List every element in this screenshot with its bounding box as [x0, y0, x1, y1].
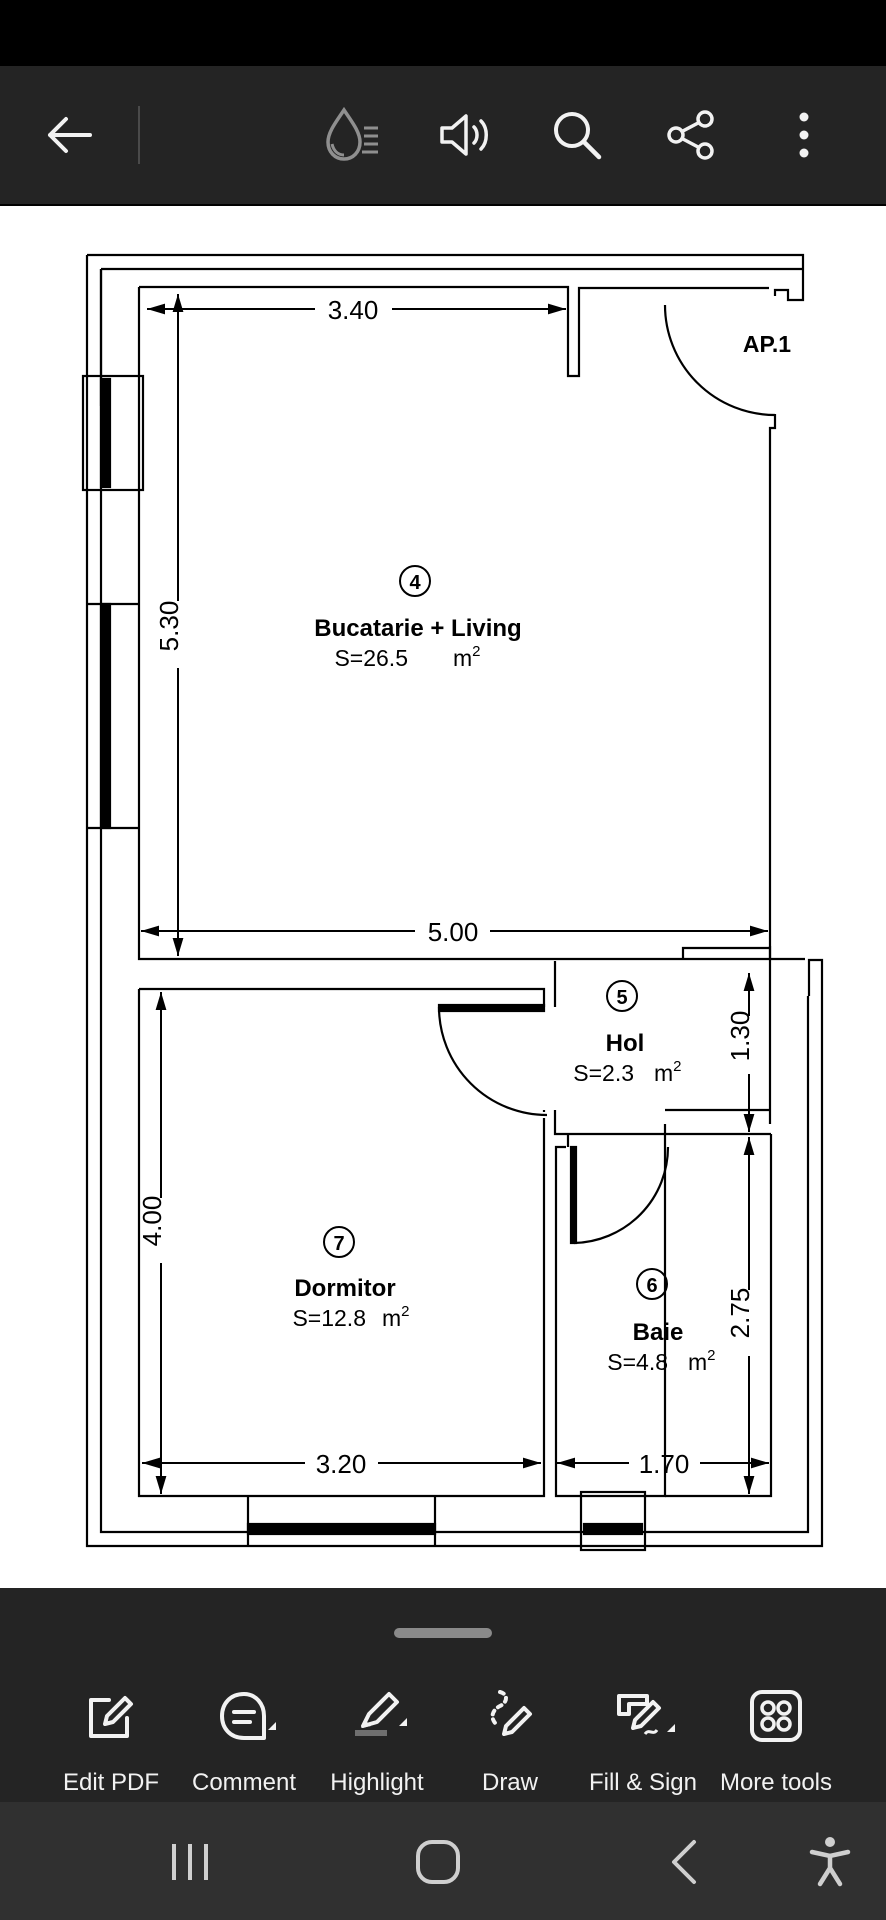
room-bucatarie-living: 4 Bucatarie + Living S=26.5 m2: [314, 565, 522, 671]
area-unit-sup: 2: [707, 1347, 715, 1364]
room-hol: 5 Hol S=2.3 m2: [573, 980, 682, 1086]
tool-label: More tools: [719, 1769, 833, 1796]
liquid-mode-button[interactable]: [318, 96, 388, 174]
share-icon: [667, 110, 714, 160]
tool-label: Comment: [191, 1769, 297, 1796]
tool-fill-sign[interactable]: Fill & Sign: [573, 1684, 713, 1796]
dimension-label: 2.75: [725, 1288, 755, 1339]
toolbar-divider: [138, 106, 140, 164]
home-button[interactable]: [408, 1832, 468, 1892]
search-icon: [554, 112, 602, 160]
tool-highlight[interactable]: Highlight: [307, 1684, 447, 1796]
back-icon: [672, 1840, 696, 1884]
area-unit: m: [453, 645, 472, 671]
room-area: S=4.8: [607, 1349, 668, 1375]
more-vertical-icon: [799, 112, 809, 158]
svg-text:S=2.3: S=2.3: [573, 1060, 634, 1086]
tool-label: Draw: [481, 1769, 538, 1796]
speaker-icon: [440, 114, 488, 156]
fill-sign-icon: [617, 1694, 675, 1735]
dimension-label: 5.00: [428, 917, 479, 947]
doors: [437, 304, 776, 1245]
dimension-label: 3.20: [316, 1449, 367, 1479]
dimension-label: 1.30: [725, 1011, 755, 1062]
room-dormitor: 7 Dormitor S=12.8 m2: [292, 1226, 410, 1331]
windows: [81, 374, 647, 1552]
svg-text:m2: m2: [453, 643, 481, 671]
svg-text:S=26.5: S=26.5: [334, 645, 408, 671]
nav-back-button[interactable]: [656, 1832, 716, 1892]
apartment-label: AP.1: [743, 331, 791, 357]
room-area: S=12.8: [292, 1305, 366, 1331]
liquid-mode-icon: [326, 106, 378, 161]
tool-edit-pdf[interactable]: Edit PDF: [41, 1684, 181, 1796]
tool-comment[interactable]: Comment: [174, 1684, 314, 1796]
svg-text:m2: m2: [654, 1058, 682, 1086]
more-options-button[interactable]: [776, 96, 832, 174]
area-unit-sup: 2: [472, 643, 480, 660]
area-unit: m: [654, 1060, 673, 1086]
tool-label: Fill & Sign: [588, 1769, 698, 1796]
room-area: S=2.3: [573, 1060, 634, 1086]
room-baie: 6 Baie S=4.8 m2: [607, 1268, 716, 1375]
recent-apps-icon: [172, 1844, 208, 1880]
inner-walls: [137, 285, 805, 1546]
svg-text:S=4.8: S=4.8: [607, 1349, 668, 1375]
dimension-label: 4.00: [137, 1196, 167, 1247]
panel-drag-handle[interactable]: [394, 1628, 492, 1638]
top-toolbar: [0, 66, 886, 204]
room-name: Dormitor: [294, 1275, 395, 1302]
room-number: 4: [409, 572, 421, 594]
tool-draw[interactable]: Draw: [440, 1684, 580, 1796]
room-name: Hol: [606, 1030, 645, 1057]
tool-label: Edit PDF: [62, 1769, 160, 1796]
read-aloud-button[interactable]: [430, 96, 500, 174]
area-unit-sup: 2: [673, 1058, 681, 1075]
area-unit: m: [688, 1349, 707, 1375]
room-name: Bucatarie + Living: [314, 615, 521, 642]
more-tools-icon: [750, 1690, 802, 1742]
comment-icon: [220, 1692, 276, 1740]
dimension-label: 1.70: [639, 1449, 690, 1479]
room-name: Baie: [633, 1319, 684, 1346]
floor-plan: 3.40 5.30 5.00 1.30 4.00 3.20 2.75 1.70 …: [81, 253, 824, 1552]
svg-text:m2: m2: [382, 1303, 410, 1331]
dimension-label: 5.30: [154, 601, 184, 652]
svg-text:m2: m2: [688, 1347, 716, 1375]
search-button[interactable]: [542, 96, 612, 174]
back-button[interactable]: [36, 96, 102, 174]
outer-walls: [85, 253, 824, 1548]
dimension-label: 3.40: [328, 295, 379, 325]
area-unit: m: [382, 1305, 401, 1331]
tool-more-tools[interactable]: More tools: [706, 1684, 846, 1796]
room-number: 7: [333, 1233, 344, 1255]
recent-apps-button[interactable]: [160, 1832, 220, 1892]
room-number: 6: [646, 1275, 657, 1297]
edit-pdf-icon: [89, 1696, 133, 1738]
tool-label: Highlight: [330, 1769, 424, 1796]
accessibility-icon: [809, 1837, 851, 1887]
svg-text:S=12.8: S=12.8: [292, 1305, 366, 1331]
arrow-left-icon: [48, 117, 92, 153]
system-navigation-bar: [0, 1802, 886, 1920]
draw-icon: [490, 1690, 532, 1736]
home-icon: [416, 1840, 460, 1884]
area-unit-sup: 2: [401, 1303, 409, 1320]
room-area: S=26.5: [334, 645, 408, 671]
document-page: 3.40 5.30 5.00 1.30 4.00 3.20 2.75 1.70 …: [0, 206, 886, 1588]
room-number: 5: [616, 987, 627, 1009]
dimension-lines: [141, 294, 769, 1494]
tools-panel: Edit PDF Comment Highlight Draw: [0, 1588, 886, 1802]
accessibility-button[interactable]: [800, 1832, 860, 1892]
share-button[interactable]: [656, 96, 726, 174]
status-bar: [0, 0, 886, 66]
highlight-icon: [355, 1692, 407, 1736]
